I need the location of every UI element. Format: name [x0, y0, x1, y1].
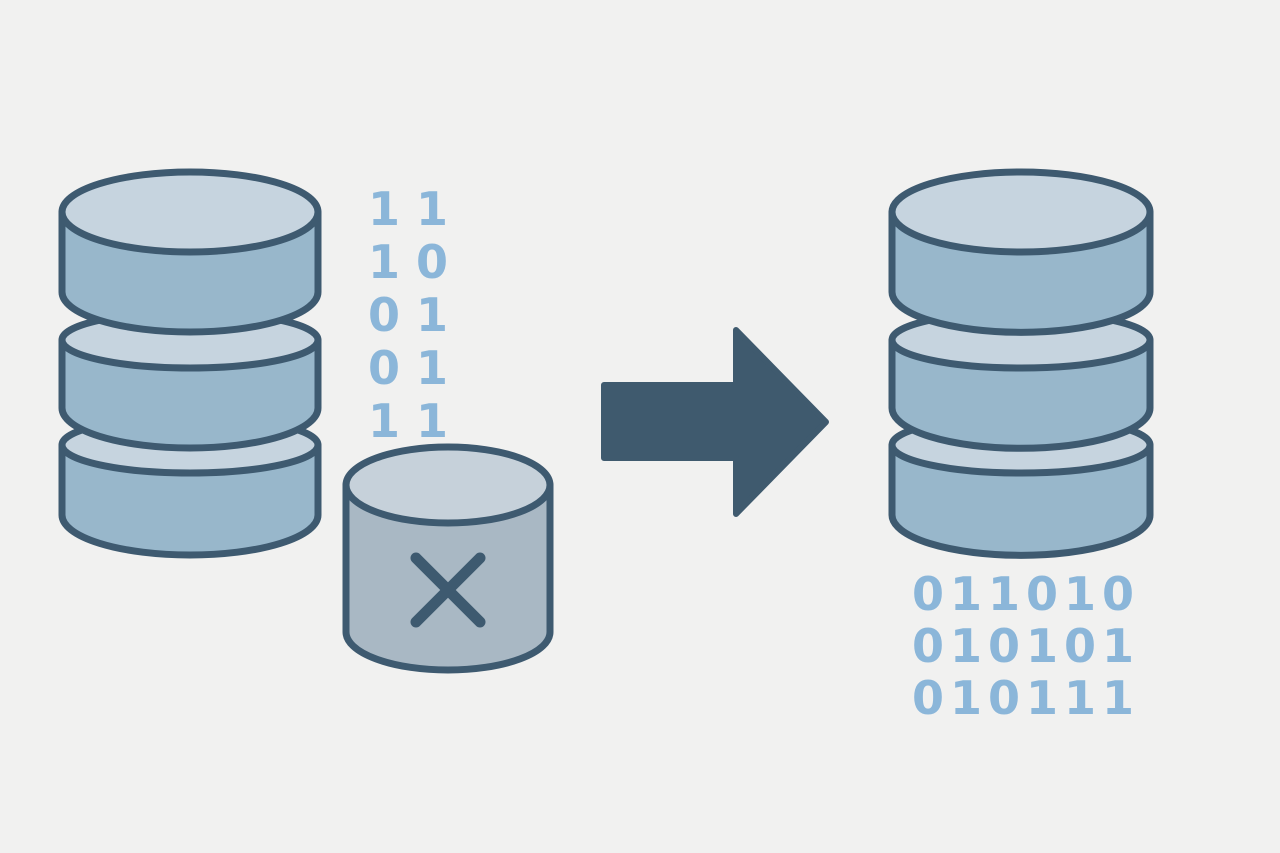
- bit-row: 0 1: [368, 288, 448, 342]
- bit-row: 1 0: [368, 235, 448, 289]
- right-arrow-icon: [601, 327, 829, 517]
- failed-disk-bit-stream: 1 11 00 10 11 1: [368, 182, 448, 448]
- bit-row: 010101: [912, 619, 1140, 673]
- bit-row: 1 1: [368, 394, 448, 448]
- x-mark-icon: [410, 552, 486, 628]
- bit-row: 1 1: [368, 182, 448, 236]
- bit-row: 011010: [912, 567, 1140, 621]
- failed-disk-icon: [342, 443, 554, 674]
- source-database-icon: [58, 168, 322, 559]
- target-database-icon: [888, 168, 1154, 559]
- bit-row: 0 1: [368, 341, 448, 395]
- bit-row: 010111: [912, 671, 1140, 725]
